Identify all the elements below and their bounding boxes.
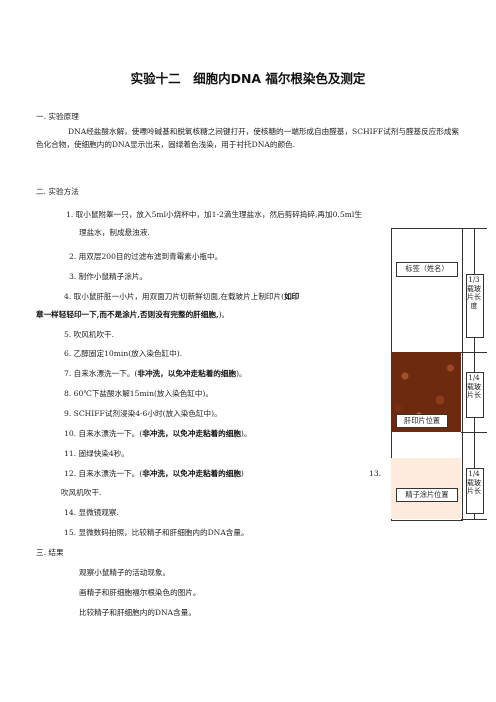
ruler-label-3: 1/4载玻片长	[467, 470, 481, 495]
liver-label: 肝印片位置	[396, 414, 448, 428]
result-3: 比较精子和肝细胞内的DNA含量。	[79, 608, 196, 617]
section-heading-principle: 一. 实验原理	[36, 112, 79, 121]
step-4-cont: 章一样轻轻印一下,而不是涂片,否则没有完整的肝细胞,)。	[36, 309, 229, 320]
step-7-text: 7. 自来水漂洗一下。(	[64, 369, 138, 378]
step-2: 2. 用双层200目的过滤布滤到青霉素小瓶中。	[69, 252, 223, 261]
principle-paragraph: DNA经盐酸水解，使嘌呤碱基和脱氧核糖之间键打开，使核糖的一端形成自由醛基，SC…	[36, 127, 460, 149]
tick-bottom	[461, 519, 487, 520]
sperm-label: 精子涂片位置	[396, 488, 458, 502]
section-heading-method: 二. 实验方法	[36, 187, 79, 196]
step-1: 1. 取小鼠附睾一只，放入5ml小烧杯中，加1-2滴生理盐水，然后剪碎捣碎,再加…	[66, 210, 362, 219]
step-10-end: )。	[240, 429, 252, 438]
ruler-label-1: 1/3载玻片长度	[467, 276, 481, 310]
step-4: 4. 取小鼠肝脏一小片，用双面刀片切新鲜切面,在载玻片上制印片(如印	[64, 291, 299, 302]
step-7: 7. 自来水漂洗一下。(非冲洗，以免冲走粘着的细胞)。	[64, 368, 247, 379]
step-7-bold: 非冲洗，以免冲走粘着的细胞	[137, 369, 237, 378]
tick-third	[461, 352, 487, 353]
step-13-number: 13.	[369, 469, 382, 478]
tick-middle	[461, 432, 487, 433]
step-4-text: 4. 取小鼠肝脏一小片，用双面刀片切新鲜切面,在载玻片上制印片(	[64, 292, 285, 301]
step-14: 14. 显微镜观察.	[64, 508, 119, 517]
step-11: 11. 固绿快染4秒。	[64, 449, 129, 458]
ruler-label-box-3	[466, 468, 484, 514]
label-box: 标签（姓名）	[396, 262, 458, 277]
step-12-end: )	[240, 469, 244, 478]
step-12: 12. 自来水漂洗一下。(非冲洗，以免冲走粘着的细胞)	[64, 468, 244, 479]
step-9: 9. SCHIFF试剂浸染4-6小时(放入染色缸中)。	[64, 409, 222, 418]
ruler-label-box-1	[466, 274, 484, 338]
step-13: 吹风机吹干.	[61, 488, 102, 497]
step-7-end: )。	[236, 369, 247, 378]
step-5: 5. 吹风机吹干.	[64, 330, 115, 339]
step-8: 8. 60℃下盐酸水解15min(放入染色缸中)。	[64, 389, 214, 398]
step-1-cont: 理盐水，制成悬浊液.	[79, 228, 150, 237]
step-4-bold: 如印	[284, 292, 300, 301]
step-10-bold: 非冲洗，以免冲走粘着的细胞	[142, 429, 241, 438]
page-title: 实验十二 细胞内DNA 福尔根染色及测定	[130, 71, 366, 86]
step-10: 10. 自来水漂洗一下。(非冲洗，以免冲走粘着的细胞)。	[64, 428, 251, 439]
result-1: 观察小鼠精子的活动现象。	[79, 568, 171, 577]
step-15: 15. 显微数码拍照，比较精子和肝细胞内的DNA含量。	[64, 528, 249, 537]
step-10-text: 10. 自来水漂洗一下。(	[64, 429, 143, 438]
step-3: 3. 制作小鼠精子涂片。	[69, 272, 148, 281]
result-2: 画精子和肝细胞福尔根染色的图片。	[79, 588, 201, 597]
ruler-label-box-2	[466, 372, 484, 418]
step-4-bold-cont: 章一样轻轻印一下,而不是涂片,否则没有完整的肝细胞,	[36, 310, 219, 319]
ruler-label-2: 1/4载玻片长	[467, 374, 481, 399]
step-12-bold: 非冲洗，以免冲走粘着的细胞	[142, 469, 241, 478]
step-4-end: )。	[218, 310, 230, 319]
step-12-text: 12. 自来水漂洗一下。(	[64, 469, 143, 478]
tick-top	[461, 228, 487, 229]
section-heading-result: 三. 结果	[36, 548, 64, 557]
step-6: 6. 乙醇固定10min(放入染色缸中).	[64, 349, 183, 358]
